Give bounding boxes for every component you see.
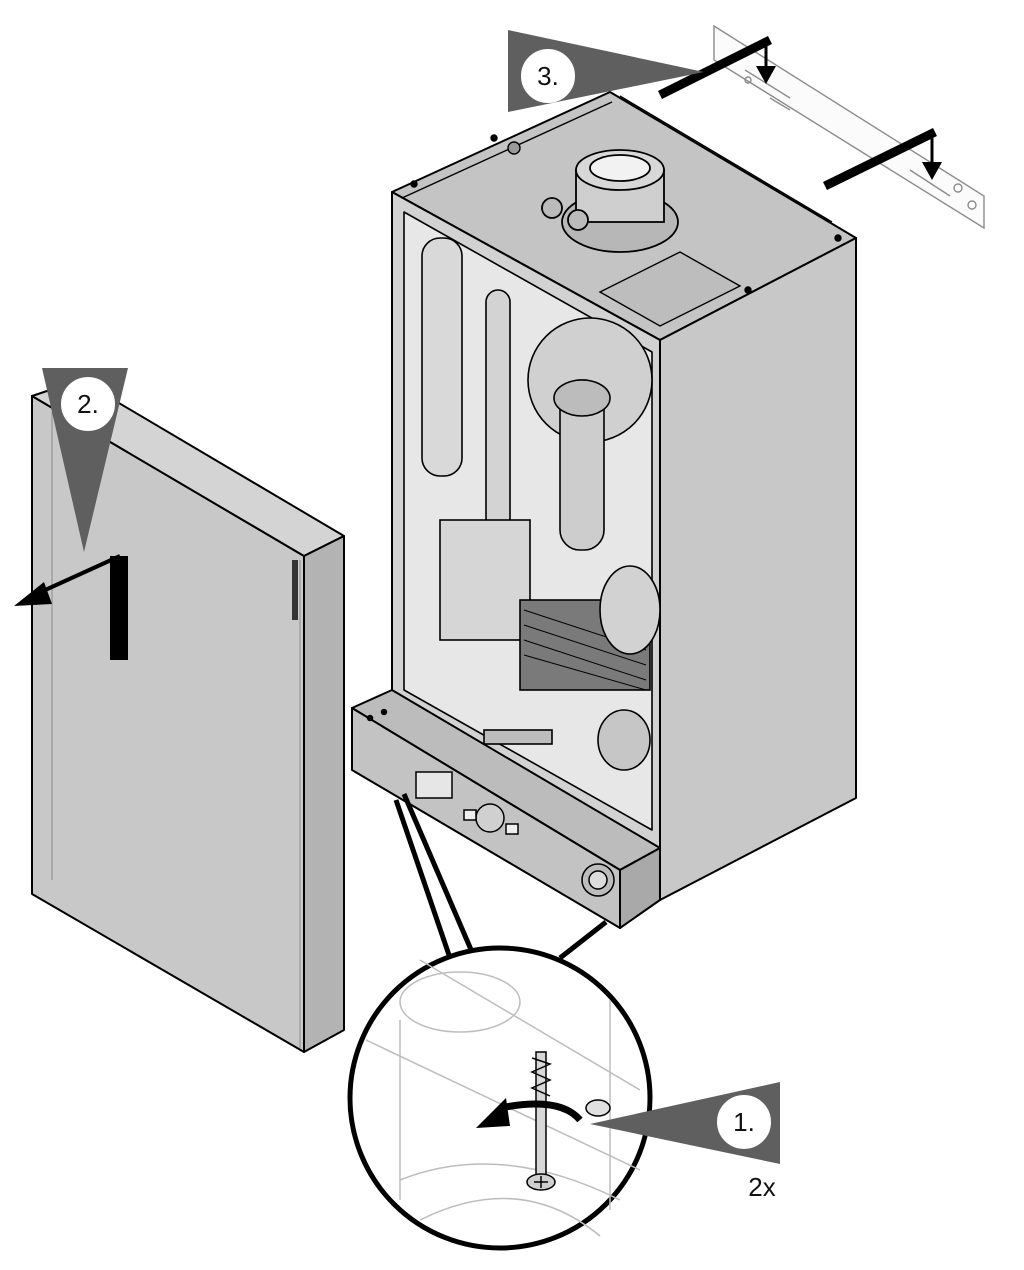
cover-removal-mark xyxy=(110,556,128,660)
bracket-insertion-marks xyxy=(657,35,937,191)
arrow-left-icon xyxy=(14,554,121,606)
step-1-label: 1. xyxy=(733,1107,755,1137)
cover-logo-mark xyxy=(292,560,298,620)
flue-outlet xyxy=(541,149,679,253)
step-1-pointer: 1. 2x xyxy=(590,1082,780,1202)
control-panel xyxy=(366,708,615,897)
boiler-interior xyxy=(421,237,661,771)
screw-detail-magnifier xyxy=(347,945,653,1251)
step-3-label: 3. xyxy=(537,61,559,91)
arrow-down-icon xyxy=(756,40,776,84)
step-2-pointer: 2. xyxy=(42,368,128,552)
top-face-details xyxy=(401,95,842,327)
front-cover-panel xyxy=(31,379,345,1053)
screw xyxy=(526,1051,611,1191)
curved-arrow-left-icon xyxy=(476,1098,583,1128)
arrow-down-icon xyxy=(922,134,942,180)
step-1-multiplier: 2x xyxy=(748,1172,775,1202)
wall-mounting-bracket xyxy=(713,24,985,230)
step-3-pointer: 3. xyxy=(508,30,704,112)
step-2-label: 2. xyxy=(77,389,99,419)
detail-connector xyxy=(393,793,608,960)
